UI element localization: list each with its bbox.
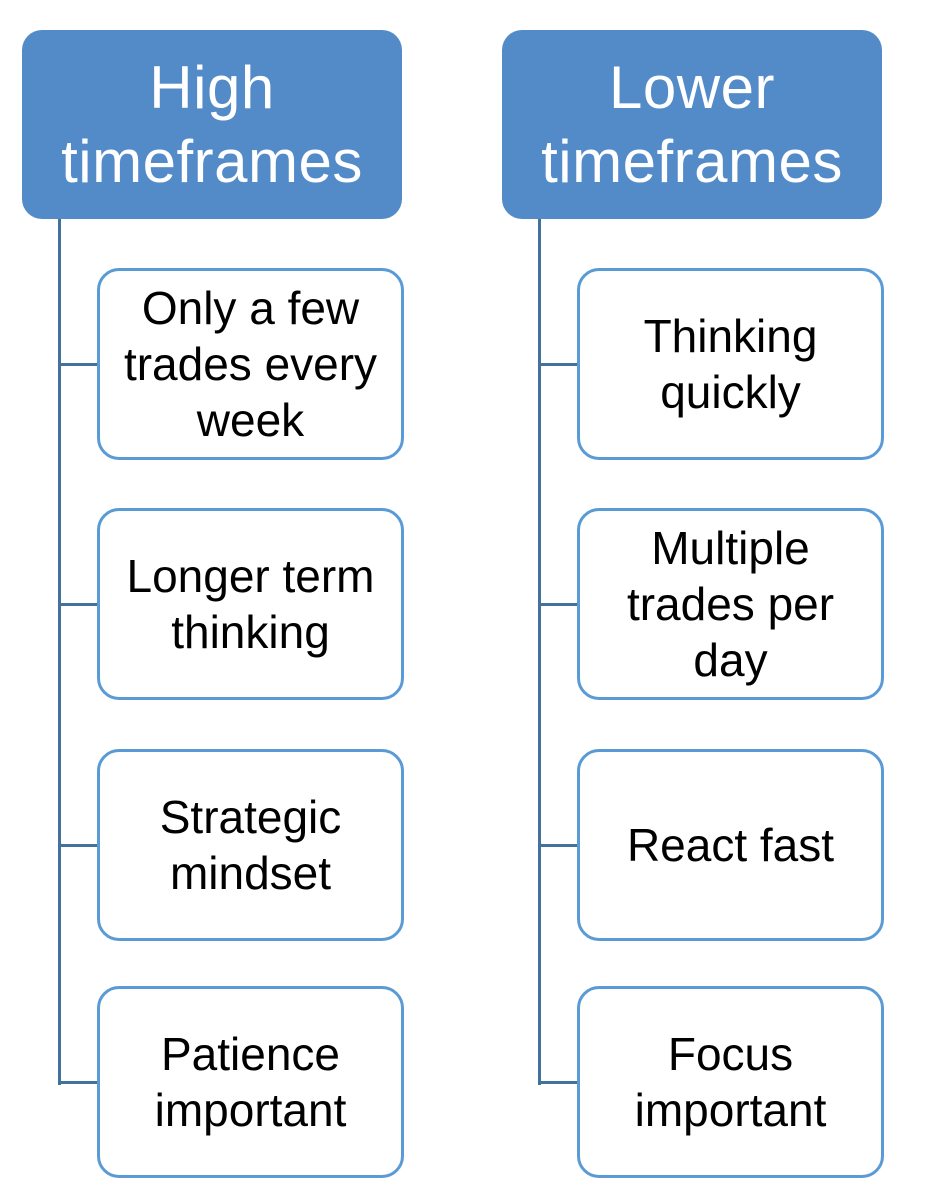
connector-vertical-line <box>58 219 61 1085</box>
connector-stub <box>538 1081 578 1084</box>
connector-stub <box>538 603 578 606</box>
item-box-focus-important: Focus important <box>577 986 884 1178</box>
connector-stub <box>538 844 578 847</box>
connector-stub <box>538 363 578 366</box>
item-box-thinking-quickly: Thinking quickly <box>577 268 884 460</box>
item-box-only-a-few-trades: Only a few trades every week <box>97 268 404 460</box>
column-high-timeframes: High timeframes Only a few trades every … <box>0 0 452 1192</box>
connector-vertical-line <box>538 219 541 1085</box>
item-box-longer-term-thinking: Longer term thinking <box>97 508 404 700</box>
item-box-strategic-mindset: Strategic mindset <box>97 749 404 941</box>
item-box-react-fast: React fast <box>577 749 884 941</box>
connector-stub <box>58 363 98 366</box>
column-lower-timeframes: Lower timeframes Thinking quickly Multip… <box>480 0 932 1192</box>
connector-stub <box>58 844 98 847</box>
connector-stub <box>58 603 98 606</box>
header-box-lower-timeframes: Lower timeframes <box>502 30 882 219</box>
connector-stub <box>58 1081 98 1084</box>
header-box-high-timeframes: High timeframes <box>22 30 402 219</box>
item-box-patience-important: Patience important <box>97 986 404 1178</box>
item-box-multiple-trades-per-day: Multiple trades per day <box>577 508 884 700</box>
